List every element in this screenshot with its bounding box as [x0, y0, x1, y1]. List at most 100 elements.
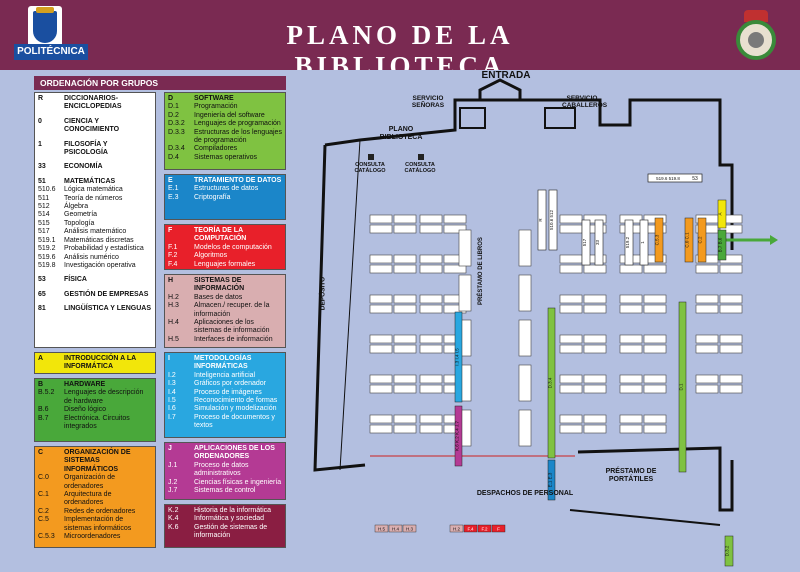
shelf-vertical	[537, 189, 547, 251]
study-table	[643, 344, 667, 354]
shelf-colored	[684, 217, 694, 263]
study-table	[369, 384, 393, 394]
shelf-colored	[454, 311, 463, 403]
legend-label: Electrónica. Circuitos integrados	[64, 414, 130, 431]
outer-wall-right-bottom	[577, 446, 734, 512]
catalog-terminal-2	[418, 154, 424, 160]
legend-code: C.1	[38, 491, 49, 499]
servicio-caballeros-label: SERVICIO CABALLEROS	[562, 95, 608, 109]
study-table	[518, 364, 532, 402]
shelf-label: 33	[595, 240, 600, 246]
plano-biblioteca-label: PLANO BIBLIOTECA	[379, 126, 423, 141]
shelf-label: B.7 B.6	[718, 237, 723, 252]
study-table	[369, 304, 393, 314]
legend-code: I.5	[168, 397, 176, 405]
legend-code: C.5.3	[38, 533, 55, 541]
legend-code: H.2	[168, 293, 179, 301]
legend-code: I.2	[168, 371, 176, 379]
study-table	[419, 414, 443, 424]
legend-label: Simulación y modelización	[194, 405, 277, 413]
shelf-label: E.1 E.3	[548, 472, 553, 487]
prestamo-portatiles-label: PRÉSTAMO DE PORTÁTILES	[605, 468, 657, 483]
legend-code: C	[38, 449, 44, 456]
shelf-label: R	[538, 218, 543, 222]
legend-label: Lógica matemática	[64, 186, 123, 194]
study-table	[583, 414, 607, 424]
legend-code: B.6	[38, 406, 49, 414]
legend-label: HARDWARE	[64, 381, 106, 388]
study-table	[369, 344, 393, 354]
study-table	[643, 414, 667, 424]
study-table	[619, 414, 643, 424]
study-table	[643, 374, 667, 384]
legend-code: D.1	[168, 103, 179, 111]
legend-code: H	[168, 277, 174, 284]
study-table	[559, 424, 583, 434]
legend-code: 51	[38, 177, 46, 185]
legend-label: Proceso de datos administrativos	[194, 461, 249, 478]
deposito-wall	[339, 139, 361, 471]
shelf-colored	[678, 301, 687, 473]
legend-label: Modelos de computación	[194, 243, 272, 251]
study-table	[443, 264, 467, 274]
shelf-colored	[454, 405, 463, 467]
study-table	[518, 409, 532, 447]
study-table	[393, 334, 417, 344]
legend-label: SISTEMAS DE INFORMACIÓN	[194, 277, 245, 293]
study-table	[695, 334, 719, 344]
shelf-f	[491, 524, 506, 533]
despachos-label: DESPACHOS DE PERSONAL	[476, 490, 574, 497]
legend-label: Informática y sociedad	[194, 515, 265, 523]
study-table	[643, 384, 667, 394]
study-table	[719, 224, 743, 234]
shelf-label: A	[718, 212, 723, 215]
deposito-label: DEPÓSITO	[319, 276, 327, 311]
legend-label: Álgebra	[64, 203, 89, 211]
legend-code: 514	[38, 211, 50, 219]
study-table	[369, 264, 393, 274]
study-table	[583, 264, 607, 274]
study-table	[695, 224, 719, 234]
shelf-label: F	[497, 527, 500, 532]
legend-label: Probabilidad y estadística	[64, 245, 144, 253]
legend-label: FILOSOFÍA Y PSICOLOGÍA	[64, 140, 108, 157]
legend-label: Sistemas de control	[194, 487, 256, 495]
legend-label: Criptografía	[194, 193, 231, 201]
study-table	[719, 294, 743, 304]
legend-row: 519.2 Probabilidad y estadística	[38, 245, 152, 253]
legend-code: H.5	[168, 335, 179, 343]
shelf-vertical	[594, 219, 604, 266]
study-table	[695, 304, 719, 314]
study-table	[619, 264, 643, 274]
study-table	[583, 384, 607, 394]
legend-code: D	[168, 95, 174, 102]
shelf-label: 53	[692, 176, 698, 182]
shelf-f	[449, 524, 464, 533]
shelf-vertical	[581, 219, 591, 266]
legend-code: 519.2	[38, 245, 56, 253]
legend-code: I.7	[168, 413, 176, 421]
